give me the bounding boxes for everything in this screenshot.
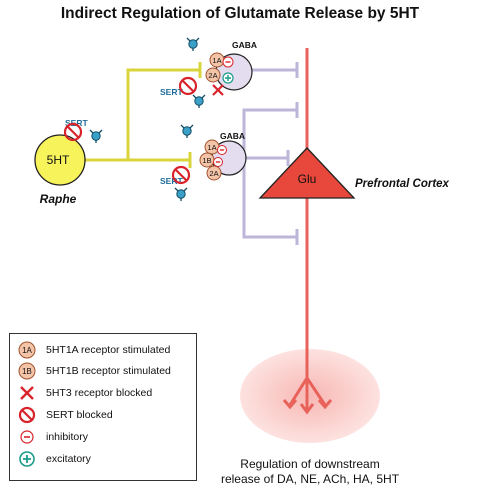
svg-text:1B: 1B <box>202 156 211 165</box>
sert-transporter-icon <box>174 187 188 202</box>
sert-transporter-icon <box>186 37 200 52</box>
legend-item-sert: SERT blocked <box>18 405 113 425</box>
legend-label: excitatory <box>46 453 91 465</box>
receptor-1a-bottom: 1A <box>204 139 220 155</box>
svg-text:1A: 1A <box>207 143 216 152</box>
downstream-caption: Regulation of downstream release of DA, … <box>190 457 430 487</box>
svg-text:2A: 2A <box>208 71 217 80</box>
excitatory-icon <box>222 72 234 84</box>
sert-top-label: SERT <box>160 87 183 97</box>
sert-blocked-icon <box>178 76 198 96</box>
x-blocked-icon <box>20 386 34 400</box>
serotonin-axon <box>84 62 202 168</box>
sert-transporter-icon <box>180 124 194 139</box>
legend-label: 5HT3 receptor blocked <box>46 387 153 399</box>
gaba-bottom-label: GABA <box>220 131 245 141</box>
raphe-neuron <box>34 134 86 186</box>
gaba-top-label: GABA <box>232 40 257 50</box>
prefrontal-cortex-label: Prefrontal Cortex <box>355 178 450 190</box>
gaba-axon-terminals <box>242 62 299 245</box>
svg-text:1A: 1A <box>22 346 32 355</box>
sert-left-label: SERT <box>65 118 88 128</box>
inhibitory-icon <box>222 56 234 68</box>
receptor-2a-bottom: 2A <box>206 165 222 181</box>
glu-neuron <box>258 147 356 199</box>
minus-circle-icon <box>20 430 34 444</box>
inhibitory-icon <box>213 157 223 167</box>
1a-receptor-icon: 1A <box>18 341 36 359</box>
diagram-title: Indirect Regulation of Glutamate Release… <box>60 5 420 22</box>
receptor-1a-top: 1A <box>209 52 225 68</box>
receptor-1b-bottom: 1B <box>199 152 215 168</box>
svg-text:1A: 1A <box>212 56 221 65</box>
sert-blocked-icon <box>63 122 83 142</box>
raphe-neuron-label: 5HT <box>47 153 70 167</box>
caption-line-1: Regulation of downstream <box>240 457 380 471</box>
legend-item-excitatory: excitatory <box>18 449 91 469</box>
svg-text:2A: 2A <box>209 169 218 178</box>
x-blocked-icon <box>212 84 224 96</box>
legend-item-5ht3: 5HT3 receptor blocked <box>18 383 152 403</box>
inhibitory-icon <box>217 145 227 155</box>
sert-blocked-icon <box>171 165 191 185</box>
svg-text:1B: 1B <box>22 367 32 376</box>
sert-transporter-icon <box>192 94 206 109</box>
caption-line-2: release of DA, NE, ACh, HA, 5HT <box>220 472 400 486</box>
legend: 1A 5HT1A receptor stimulated 1B 5HT1B re… <box>9 333 197 481</box>
downstream-glow <box>240 349 380 443</box>
legend-label: 5HT1A receptor stimulated <box>46 344 171 356</box>
legend-label: 5HT1B receptor stimulated <box>46 365 171 377</box>
sert-bottom-label: SERT <box>160 176 183 186</box>
downstream-arrows <box>282 377 333 415</box>
raphe-label: Raphe <box>40 192 77 206</box>
1b-receptor-icon: 1B <box>18 362 36 380</box>
legend-label: SERT blocked <box>46 409 113 421</box>
legend-item-1b: 1B 5HT1B receptor stimulated <box>18 361 171 381</box>
plus-circle-icon <box>19 451 35 467</box>
legend-label: inhibitory <box>46 431 89 443</box>
no-sign-icon <box>18 406 36 424</box>
receptor-2a-top: 2A <box>205 67 221 83</box>
legend-item-inhibitory: inhibitory <box>18 427 88 447</box>
legend-item-1a: 1A 5HT1A receptor stimulated <box>18 340 170 360</box>
glu-neuron-label: Glu <box>298 172 317 186</box>
sert-transporter-icon <box>89 129 103 144</box>
